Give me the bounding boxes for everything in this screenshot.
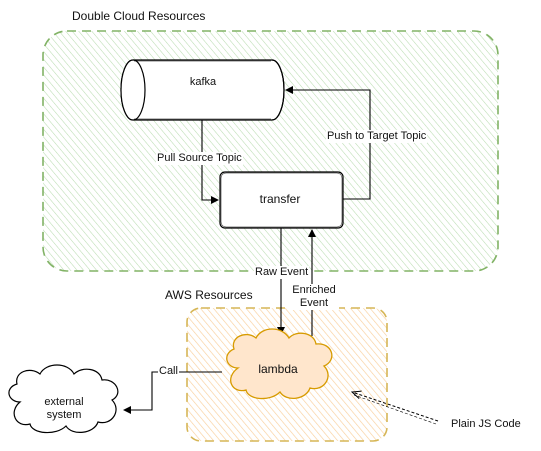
- external-system-cloud-icon: [8, 364, 119, 434]
- edge-call: [123, 371, 222, 414]
- transfer-node-label: transfer: [259, 192, 301, 206]
- kafka-node-label: kafka: [189, 76, 217, 88]
- edge-pull-source-topic: [201, 120, 219, 204]
- edge-push-to-target-topic: [285, 86, 371, 200]
- aws-group-title: AWS Resources: [165, 288, 253, 302]
- kafka-cylinder-icon: [120, 59, 285, 121]
- lambda-cloud-icon: [226, 328, 333, 400]
- edge-plain-js-code-sketch: [353, 394, 437, 425]
- lambda-node-label: lambda: [258, 362, 298, 376]
- push-to-target-topic-label: Push to Target Topic: [326, 130, 428, 143]
- call-label: Call: [158, 365, 179, 378]
- plain-js-code-label: Plain JS Code: [451, 418, 521, 430]
- enriched-event-label: Enriched Event: [289, 284, 339, 310]
- edge-plain-js-code: [352, 392, 439, 422]
- pull-source-topic-label: Pull Source Topic: [156, 152, 243, 165]
- external-system-node-label: external system: [44, 396, 84, 421]
- double-cloud-group-title: Double Cloud Resources: [72, 9, 206, 23]
- raw-event-label: Raw Event: [254, 266, 310, 279]
